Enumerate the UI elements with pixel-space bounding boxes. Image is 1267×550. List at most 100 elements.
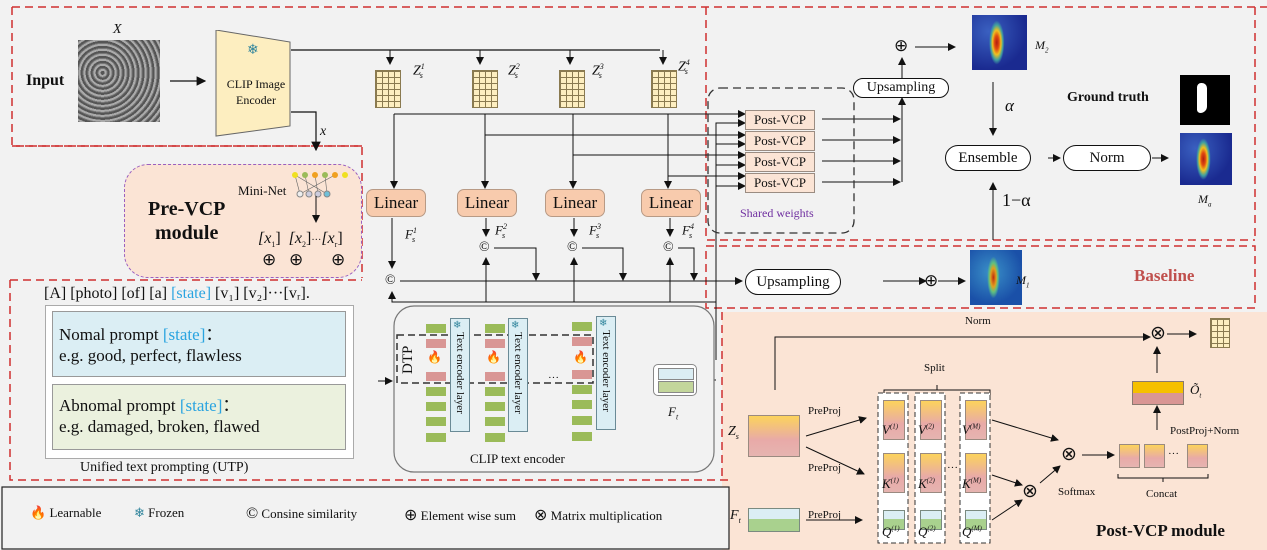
encoder-label-line1: CLIP Image <box>226 77 286 91</box>
legend-box <box>1 486 730 550</box>
o-label: Õt <box>1190 382 1202 400</box>
ground-truth-label: Ground truth <box>1067 90 1149 105</box>
linear-2: Linear <box>457 189 517 217</box>
x-label: x <box>320 124 327 139</box>
ft-label: Ft <box>668 404 679 422</box>
one-minus-alpha-label: 1−α <box>1002 190 1031 210</box>
normal-prompt-box: Nomal prompt [state]： e.g. good, perfect… <box>52 311 346 377</box>
preproj-label-1: PreProj <box>808 405 841 417</box>
f-label-2: F2s <box>495 222 507 240</box>
dtp-label: DTP <box>400 345 416 374</box>
feature-cube-4 <box>651 70 677 108</box>
baseline-box <box>705 245 1256 309</box>
legend-item-matmul: ⊗ Matrix multiplication <box>534 507 663 524</box>
o-block <box>1132 381 1184 405</box>
m1-label: M1 <box>1016 273 1030 290</box>
zs-block <box>748 415 800 457</box>
ensemble-box: Ensemble <box>945 145 1031 171</box>
v-block-2 <box>920 400 942 440</box>
shared-weights-box <box>707 87 855 234</box>
concat-block-1 <box>1119 444 1140 468</box>
post-vcp-module-title: Post-VCP module <box>1096 521 1225 540</box>
upsampling-top: Upsampling <box>853 78 949 98</box>
matrix-multiply-icon: ⊗ <box>1061 444 1077 465</box>
snowflake-icon: ❄ <box>599 318 608 329</box>
flame-icon: 🔥 <box>427 350 442 364</box>
alpha-label: α <box>1005 96 1014 115</box>
f-label-1: F1s <box>405 226 417 244</box>
cosine-similarity-icon: © <box>479 240 490 255</box>
q-block-2 <box>920 510 942 530</box>
feature-cube-1 <box>375 70 401 108</box>
m2-label: M2 <box>1035 38 1049 55</box>
post-vcp-4: Post-VCP <box>745 173 815 193</box>
abnormal-prompt-box: Abnomal prompt [state]： e.g. damaged, br… <box>52 384 346 450</box>
element-sum-icon: ⊕ <box>289 250 304 269</box>
cosine-similarity-icon: © <box>385 273 396 288</box>
m1-heatmap <box>970 250 1022 305</box>
softmax-label: Softmax <box>1058 486 1096 498</box>
legend-item-sum: ⊕ Element wise sum <box>404 507 516 524</box>
snowflake-icon: ❄ <box>511 320 520 331</box>
v-label-1: V(1) <box>882 422 899 437</box>
snowflake-icon: ❄ <box>453 320 462 331</box>
post-vcp-module-bg <box>722 312 1267 550</box>
preproj-label-2: PreProj <box>808 462 841 474</box>
element-sum-icon: ⊕ <box>331 250 346 269</box>
v-block-M <box>965 400 987 440</box>
ft-block <box>653 364 697 396</box>
flame-icon: 🔥 <box>573 350 588 364</box>
clip-text-encoder-box <box>393 305 715 473</box>
z-label-4: Z4s <box>678 58 690 77</box>
utp-region-border <box>9 279 730 481</box>
abnormal-prompt-examples: e.g. damaged, broken, flawed <box>59 417 260 436</box>
cosine-similarity-icon: © <box>567 240 578 255</box>
legend: 🔥 Learnable ❄ Frozen © Consine similarit… <box>30 505 704 525</box>
input-label: Input <box>26 72 65 89</box>
snowflake-icon: ❄ <box>134 505 145 520</box>
circled-c-icon: © <box>246 505 259 522</box>
legend-item-cosine: © Consine similarity <box>246 505 358 522</box>
post-vcp-3: Post-VCP <box>745 152 815 172</box>
pre-vcp-module <box>124 164 362 278</box>
k-label-2: K(2) <box>918 476 935 491</box>
k-block-1 <box>883 453 905 493</box>
z-label-1: Z1s <box>413 62 425 81</box>
norm-box: Norm <box>1063 145 1151 171</box>
k-block-M <box>965 453 987 493</box>
preproj-label-3: PreProj <box>808 509 841 521</box>
abnormal-prompt-title: Abnomal prompt <box>59 396 176 415</box>
dtp-box <box>396 334 594 384</box>
z-label-2: Z2s <box>508 62 520 81</box>
linear-4: Linear <box>641 189 701 217</box>
input-image-label: X <box>113 22 122 37</box>
input-image <box>78 40 160 122</box>
ground-truth-image <box>1180 75 1230 125</box>
element-sum-icon: ⊕ <box>894 36 909 55</box>
cosine-similarity-icon: © <box>663 240 674 255</box>
post-vcp-1: Post-VCP <box>745 110 815 130</box>
v-block-1 <box>883 400 905 440</box>
feature-cube-3 <box>559 70 585 108</box>
output-feature-cube <box>1210 318 1230 348</box>
post-vcp-2: Post-VCP <box>745 131 815 151</box>
normal-prompt-title: Nomal prompt <box>59 325 159 344</box>
mini-net-label: Mini-Net <box>238 183 287 198</box>
text-encoder-layer-2: Text encoder layer <box>508 318 528 432</box>
text-encoder-layer-1: Text encoder layer <box>450 318 470 432</box>
zs-label: Zs <box>728 424 739 441</box>
top-region-border <box>705 7 1255 241</box>
split-ellipsis: ··· <box>947 462 958 474</box>
linear-1: Linear <box>366 189 426 217</box>
element-sum-icon: ⊕ <box>262 250 277 269</box>
utp-caption: Unified text prompting (UTP) <box>80 460 249 475</box>
flame-icon: 🔥 <box>30 505 47 520</box>
text-encoder-layer-3: Text encoder layer <box>596 316 616 430</box>
q-block-M <box>965 510 987 530</box>
pre-vcp-tokens: [x1] [x2]···[xr] <box>258 230 343 250</box>
linear-3: Linear <box>545 189 605 217</box>
concat-block-M <box>1187 444 1208 468</box>
q-label-1: Q(1) <box>882 524 900 539</box>
m2-heatmap <box>972 15 1027 70</box>
